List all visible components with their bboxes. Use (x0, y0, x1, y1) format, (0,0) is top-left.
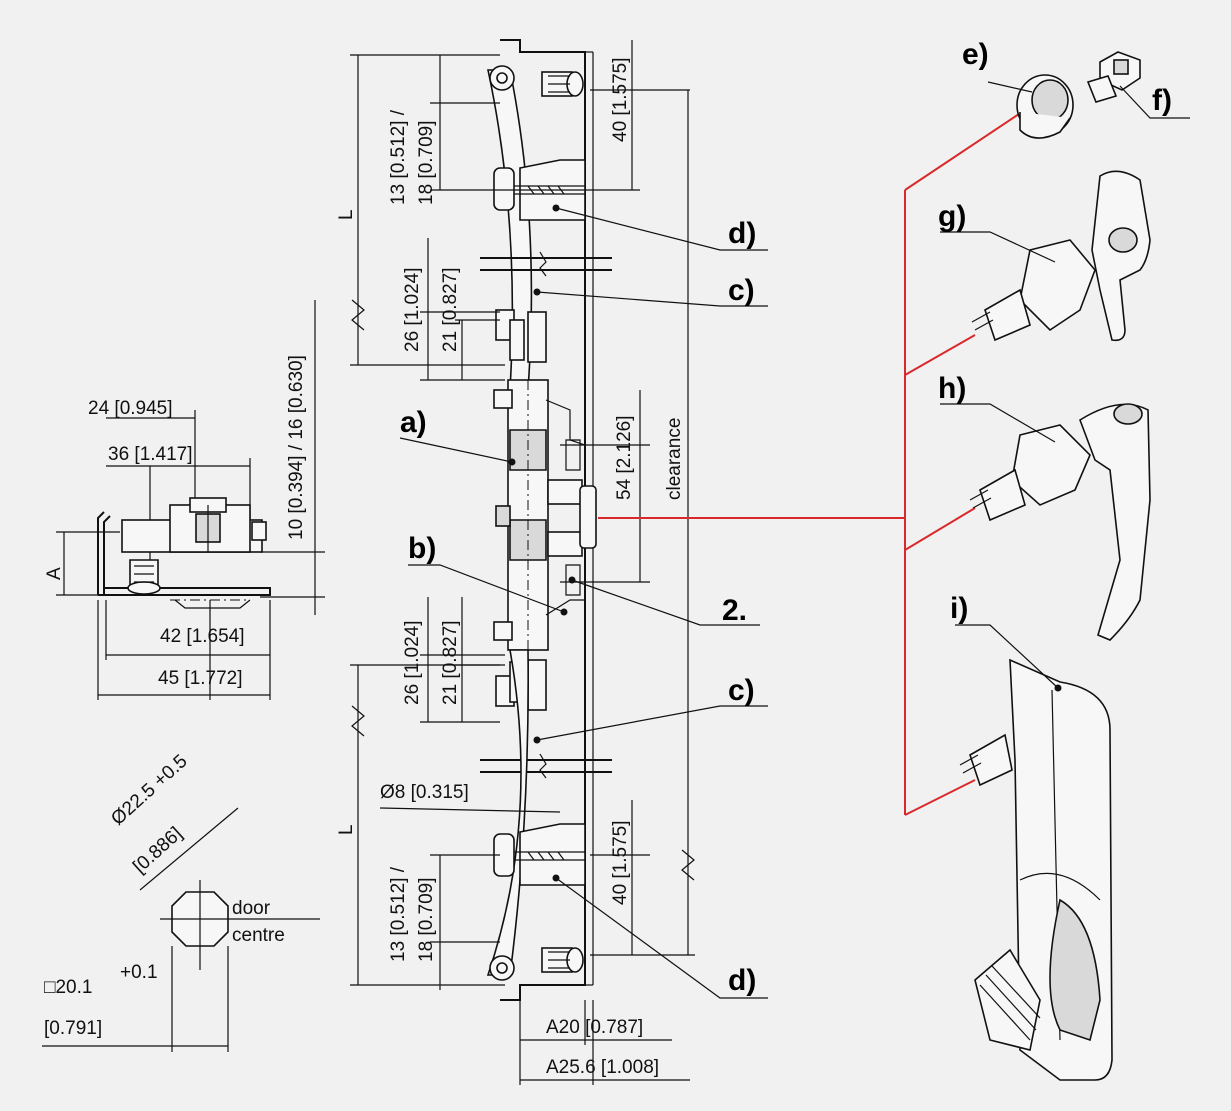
dim-bot-18: 18 [0.709] (416, 877, 437, 962)
cutout-detail: Ø22.5 +0.5 [0.886] door centre □20.1 +0.… (42, 751, 320, 1052)
label-c-bottom: c) (728, 674, 755, 707)
label-two: 2. (722, 594, 747, 627)
dim-sq: □20.1 (44, 977, 92, 998)
dim-bot-21: 21 [0.827] (440, 620, 461, 705)
dim-top-21: 21 [0.827] (440, 267, 461, 352)
dim-10-16: 10 [0.394] / 16 [0.630] (286, 355, 307, 540)
handle-i (955, 624, 1113, 1081)
dim-24: 24 [0.945] (88, 398, 173, 419)
label-b: b) (408, 532, 436, 565)
dim-bot-40: 40 [1.575] (610, 820, 631, 905)
label-i: i) (950, 592, 968, 625)
label-door: door (232, 898, 271, 919)
dim-top-13: 13 [0.512] / (388, 109, 409, 205)
dim-A: A (44, 567, 65, 580)
dim-45: 45 [1.772] (158, 668, 243, 689)
handle-e (987, 74, 1074, 139)
dim-sq-in: [0.791] (44, 1018, 102, 1039)
dim-top-18: 18 [0.709] (416, 120, 437, 205)
label-f: f) (1152, 84, 1172, 117)
label-g: g) (938, 200, 966, 233)
handle-h (940, 403, 1151, 641)
handle-g (940, 170, 1151, 342)
label-a: a) (400, 406, 427, 439)
dim-top-26: 26 [1.024] (402, 267, 423, 352)
rod-assembly: 13 [0.512] / 18 [0.709] 40 [1.575] 26 [1… (336, 39, 695, 1085)
dim-cut-dia-in: [0.886] (129, 823, 186, 877)
label-d-bottom: d) (728, 964, 756, 997)
handle-f (1086, 51, 1190, 119)
label-c-top: c) (728, 274, 755, 307)
dim-L-top: L (336, 209, 357, 220)
dim-clearance: clearance (664, 418, 685, 500)
label-centre: centre (232, 925, 285, 946)
dim-L-bottom: L (336, 824, 357, 835)
callouts: a) b) 2. d) c) c) d) (399, 204, 768, 999)
dim-top-40: 40 [1.575] (610, 57, 631, 142)
label-d-top: d) (728, 217, 756, 250)
handle-labels: e) f) g) h) i) (938, 38, 1172, 625)
dim-54: 54 [2.126] (614, 415, 635, 500)
dim-bot-13: 13 [0.512] / (388, 866, 409, 962)
dim-cut-dia: Ø22.5 +0.5 (107, 751, 191, 830)
dim-bot-26: 26 [1.024] (402, 620, 423, 705)
label-h: h) (938, 372, 966, 405)
label-e: e) (962, 38, 989, 71)
side-view: 24 [0.945] 36 [1.417] 10 [0.394] / 16 [0… (44, 300, 325, 700)
dim-42: 42 [1.654] (160, 626, 245, 647)
red-connectors (598, 99, 1041, 816)
dim-sq-tol: +0.1 (120, 962, 158, 983)
dim-36: 36 [1.417] (108, 444, 193, 465)
dim-a20: A20 [0.787] (546, 1017, 643, 1038)
dim-d8: Ø8 [0.315] (380, 782, 469, 803)
dim-a25: A25.6 [1.008] (546, 1057, 659, 1078)
